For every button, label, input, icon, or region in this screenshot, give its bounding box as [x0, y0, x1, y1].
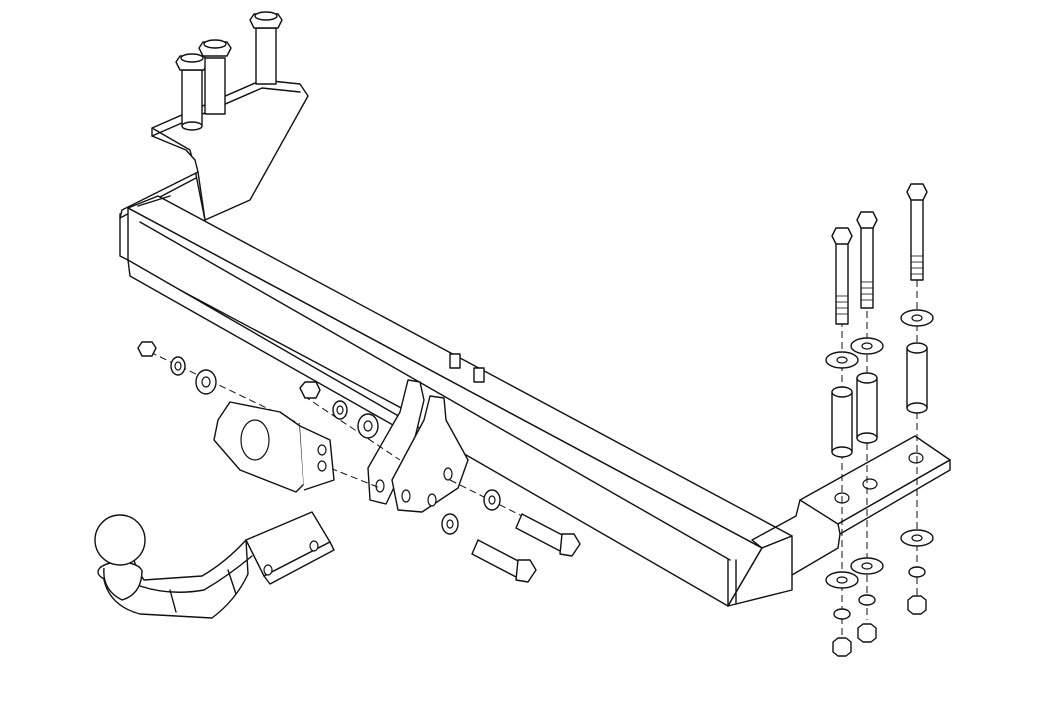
right-lower-hardware	[825, 529, 934, 657]
right-long-bolt-2	[856, 211, 878, 309]
right-long-bolt-3	[906, 183, 928, 281]
center-bolt-1	[483, 489, 581, 557]
socket-side-plate	[367, 379, 469, 513]
left-upper-hardware	[137, 341, 379, 439]
center-bolt-2	[441, 513, 537, 583]
tow-ball-arm	[94, 511, 335, 619]
thread	[911, 255, 923, 275]
electrical-socket-plate	[213, 401, 335, 493]
beam-studs	[449, 353, 485, 383]
right-spacer-tubes	[831, 342, 928, 458]
right-long-bolt-1	[831, 227, 853, 325]
right-upper-washers	[825, 309, 934, 369]
main-cross-beam	[119, 195, 793, 607]
thread	[836, 295, 848, 315]
thread	[861, 281, 873, 301]
top-left-bolt-2	[198, 39, 232, 115]
top-left-bolt-3	[249, 11, 283, 85]
